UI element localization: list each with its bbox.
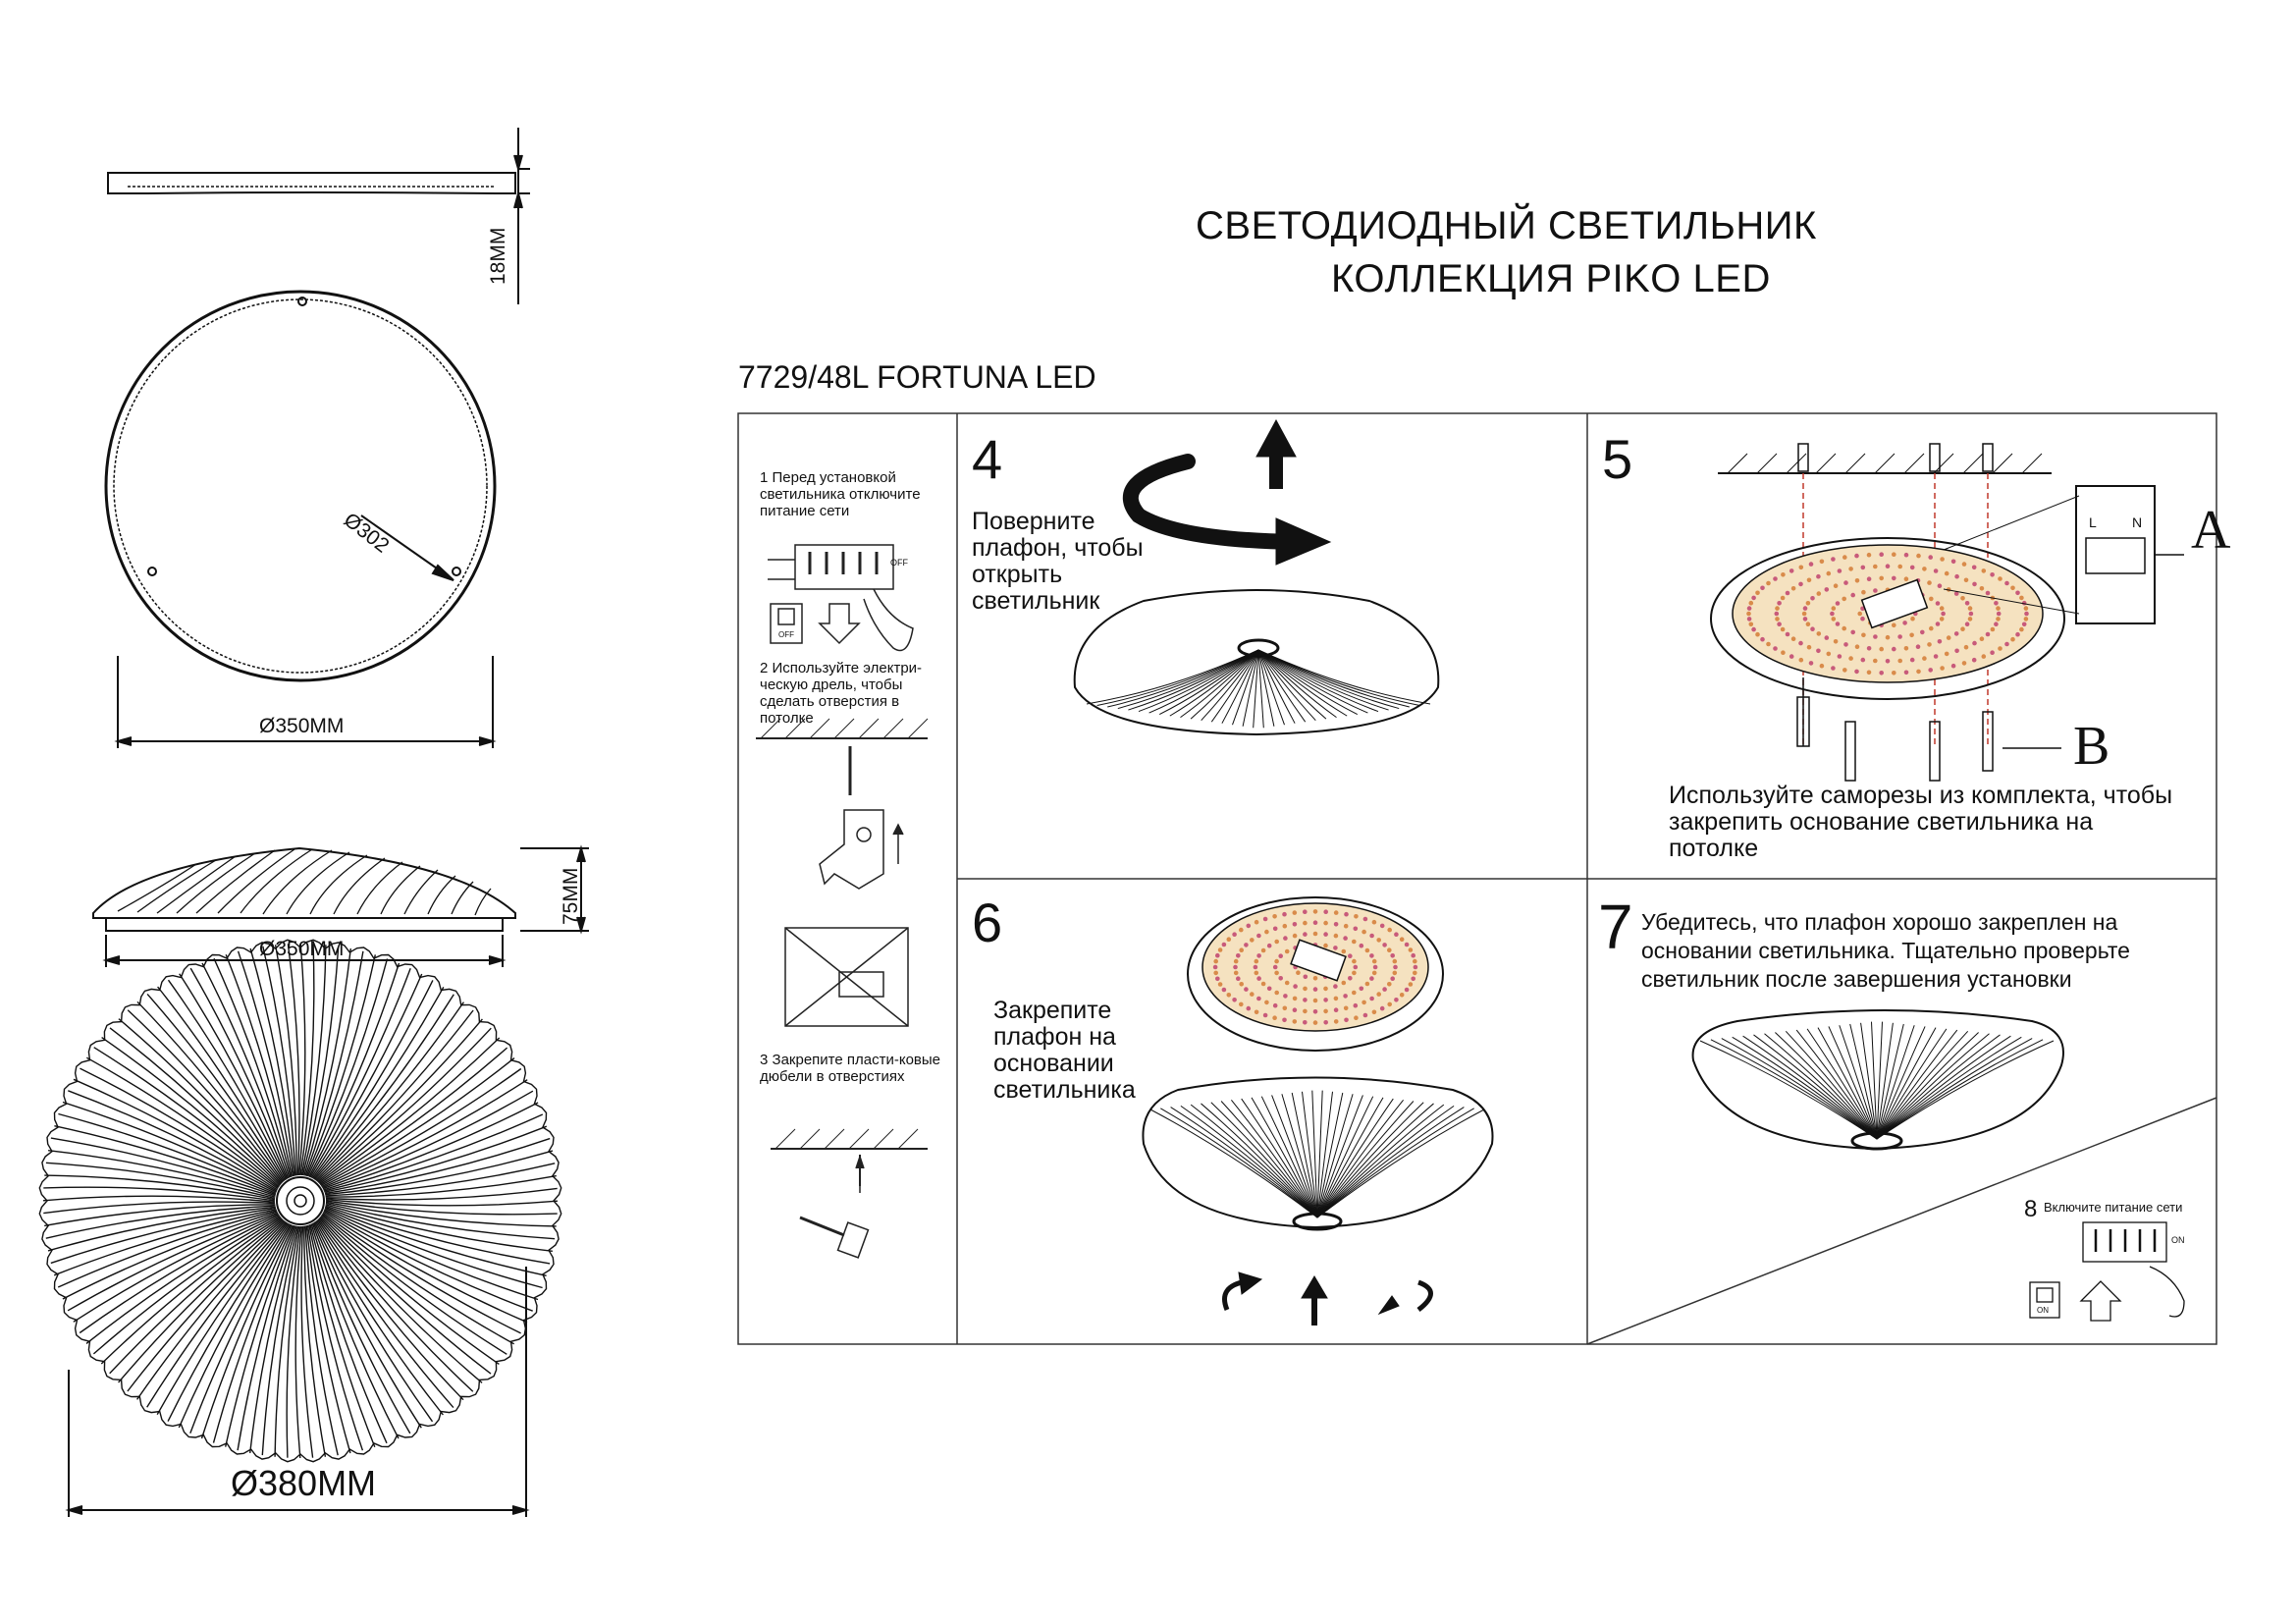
step-6-text: Закрепите плафон на основании светильник… bbox=[993, 997, 1136, 1104]
down-arrow-icon bbox=[818, 603, 861, 645]
switch-on-label: ON bbox=[2037, 1306, 2049, 1315]
prep-step-3-text: 3 Закрепите пласти-ковые дюбели в отверс… bbox=[760, 1052, 940, 1085]
step-4-text: Поверните плафон, чтобы открыть светильн… bbox=[972, 508, 1144, 615]
switch-off-icon bbox=[770, 603, 803, 644]
step-7-number: 7 bbox=[1598, 892, 1633, 962]
step-6-number: 6 bbox=[972, 892, 1003, 953]
side-diameter-label: Ø350MM bbox=[259, 938, 345, 960]
switch-on-icon bbox=[2029, 1281, 2060, 1319]
base-profile-drawing bbox=[107, 128, 530, 304]
prep-step-1-text: 1 Перед установкой светильника отключите… bbox=[760, 469, 921, 519]
label-a: A bbox=[2191, 500, 2231, 561]
shade-top-view-drawing bbox=[38, 939, 562, 1517]
terminal-n-label: N bbox=[2132, 514, 2143, 530]
step-8-number: 8 bbox=[2024, 1196, 2038, 1222]
step-4-number: 4 bbox=[972, 428, 1003, 490]
wall-anchor-drawing bbox=[784, 927, 909, 1027]
terminal-block-on-drawing bbox=[2082, 1221, 2185, 1318]
hammer-drawing bbox=[771, 1128, 928, 1259]
label-b: B bbox=[2073, 716, 2110, 777]
drill-drawing bbox=[756, 718, 929, 890]
model-name: 7729/48L FORTUNA LED bbox=[738, 359, 1096, 395]
step-5-text: Используйте саморезы из комплекта, чтобы… bbox=[1669, 782, 2173, 862]
prep-step-2-text: 2 Используйте электри-ческую дрель, чтоб… bbox=[760, 660, 923, 727]
side-view-drawing bbox=[92, 844, 589, 967]
on-label: ON bbox=[2171, 1235, 2185, 1245]
base-diameter-label: Ø350MM bbox=[259, 715, 345, 737]
up-arrow-icon bbox=[2079, 1280, 2122, 1322]
step-7-text: Убедитесь, что плафон хорошо закреплен н… bbox=[1641, 909, 2130, 992]
title-line-1: СВЕТОДИОДНЫЙ СВЕТИЛЬНИК bbox=[1196, 204, 1817, 247]
terminal-l-label: L bbox=[2089, 514, 2097, 530]
switch-off-label: OFF bbox=[778, 630, 794, 639]
title-line-2: КОЛЛЕКЦИЯ PIKO LED bbox=[1331, 257, 1771, 300]
terminal-block-off-drawing bbox=[768, 544, 914, 652]
shade-diameter-label: Ø380MM bbox=[231, 1463, 377, 1503]
step-8-text: Включите питание сети bbox=[2044, 1200, 2183, 1215]
step-5-number: 5 bbox=[1602, 428, 1633, 490]
off-label: OFF bbox=[890, 558, 908, 568]
base-top-view-drawing bbox=[104, 290, 497, 748]
